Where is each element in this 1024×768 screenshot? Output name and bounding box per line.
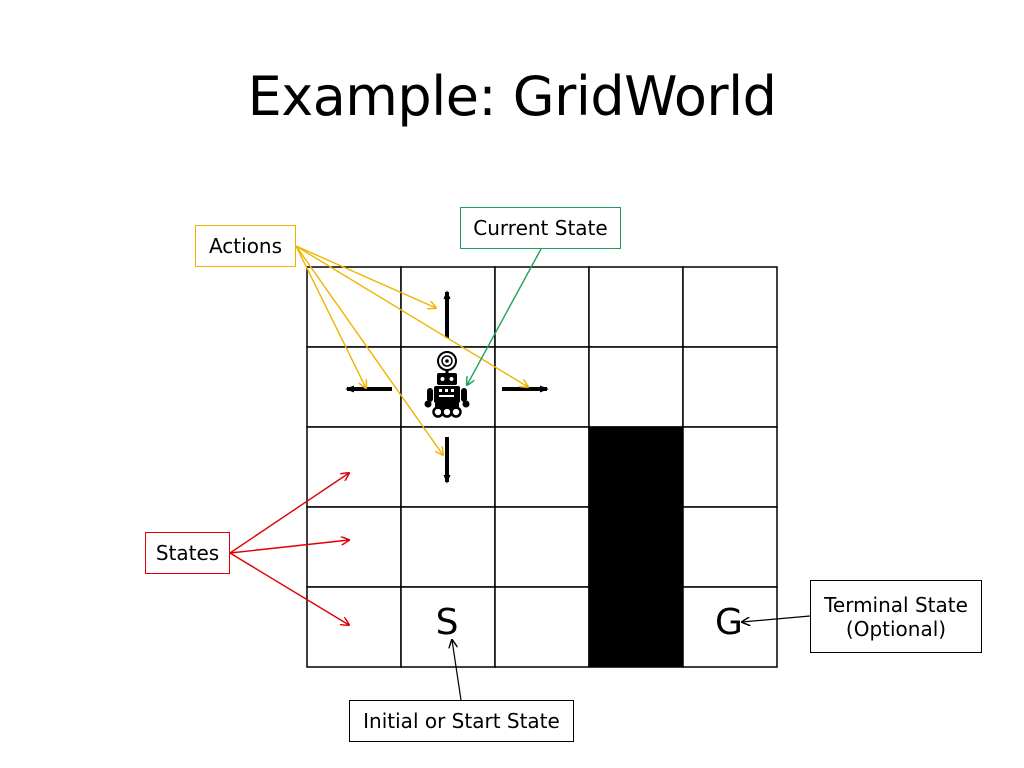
start-state-callout: Initial or Start State (349, 700, 574, 742)
grid-cell (682, 586, 778, 668)
actions-callout: Actions (195, 225, 296, 267)
grid-cell (494, 426, 590, 508)
grid-cell (400, 586, 496, 668)
terminal-state-label: Terminal State (824, 592, 968, 617)
states-callout: States (145, 532, 230, 574)
start-letter: S (436, 602, 459, 643)
grid-cell (588, 266, 684, 348)
grid-cell (588, 346, 684, 428)
goal-letter: G (715, 602, 743, 643)
terminal-state-connector (742, 615, 811, 622)
grid-cells (306, 266, 778, 668)
grid-cell (682, 426, 778, 508)
grid-cell (306, 426, 402, 508)
current-state-connector (467, 248, 542, 385)
slide-title: Example: GridWorld (247, 65, 777, 128)
terminal-state-callout: Terminal State (Optional) (810, 580, 982, 653)
actions-connectors (295, 245, 528, 455)
wall-cell (588, 586, 684, 668)
grid-cell (306, 266, 402, 348)
grid-cell (682, 506, 778, 588)
action-arrows (345, 290, 549, 484)
grid-cell (494, 266, 590, 348)
grid-cell (682, 266, 778, 348)
grid-cell (682, 346, 778, 428)
grid-cell (494, 506, 590, 588)
current-state-callout: Current State (460, 207, 621, 249)
grid-cell (306, 586, 402, 668)
grid-cell (400, 506, 496, 588)
grid-cell (494, 586, 590, 668)
wall-cell (588, 426, 684, 508)
terminal-state-optional-label: (Optional) (845, 616, 947, 641)
wall-cell (588, 506, 684, 588)
robot-icon (424, 351, 470, 418)
start-state-connector (452, 640, 462, 701)
states-connectors (229, 473, 349, 625)
grid-cell (306, 506, 402, 588)
